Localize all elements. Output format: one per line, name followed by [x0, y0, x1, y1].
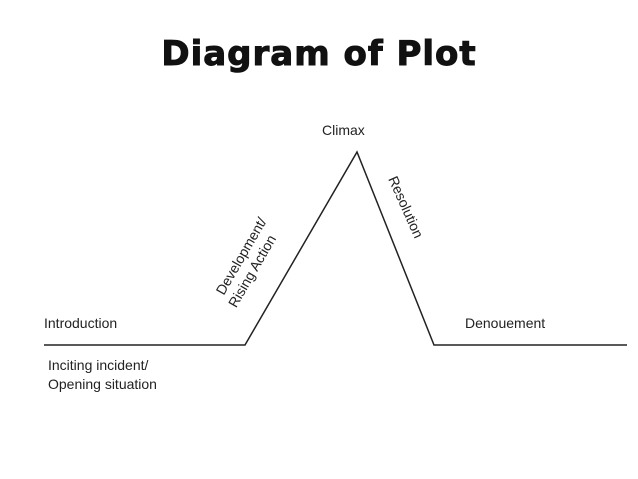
opening-situation-label: Opening situation — [48, 376, 157, 392]
denouement-label: Denouement — [465, 315, 546, 331]
diagram-title: Diagram of Plot — [161, 34, 477, 75]
climax-label: Climax — [322, 122, 365, 138]
plot-line — [44, 150, 627, 346]
inciting-incident-label: Inciting incident/ — [48, 357, 149, 373]
introduction-label: Introduction — [44, 315, 118, 331]
